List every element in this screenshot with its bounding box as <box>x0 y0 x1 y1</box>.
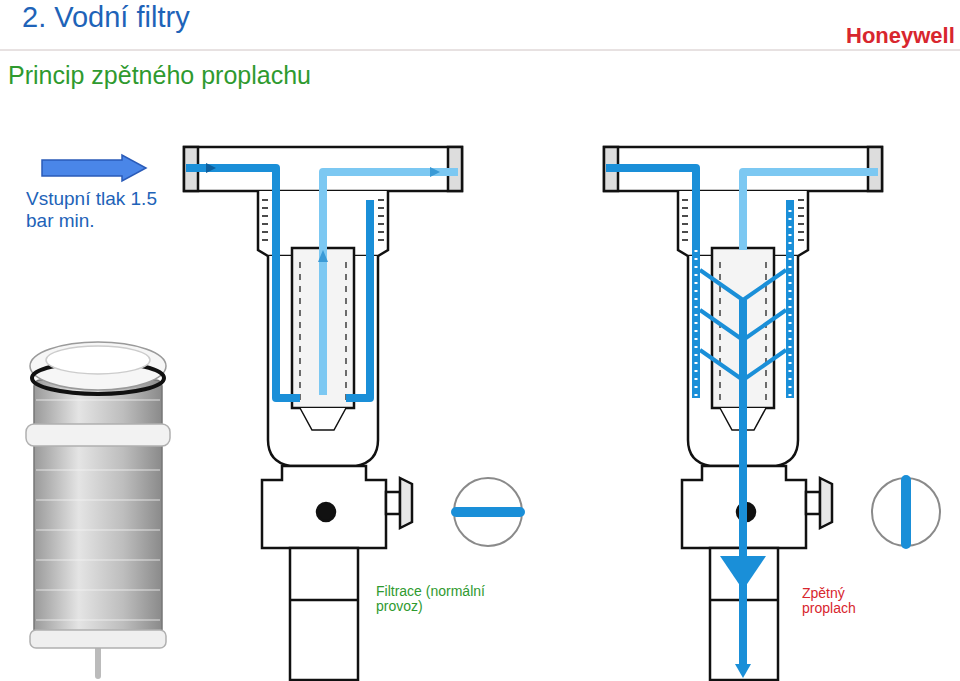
mode-caption: Zpětný proplach <box>802 586 882 616</box>
slide-title: 2. Vodní filtry <box>22 0 190 34</box>
filter-cartridge <box>26 342 170 676</box>
pressure-arrow <box>42 155 146 181</box>
valve-symbol <box>451 478 525 546</box>
pressure-note: Vstupní tlak 1.5 bar min. <box>26 188 166 232</box>
brand-logo: Honeywell <box>846 23 955 49</box>
slide-subtitle: Princip zpětného proplachu <box>8 60 311 90</box>
valve-symbol <box>872 475 940 549</box>
title-rule <box>0 50 960 51</box>
filtration-flow <box>186 163 458 398</box>
mode-caption: Filtrace (normální provoz) <box>376 584 508 614</box>
filter-housing <box>604 147 882 680</box>
